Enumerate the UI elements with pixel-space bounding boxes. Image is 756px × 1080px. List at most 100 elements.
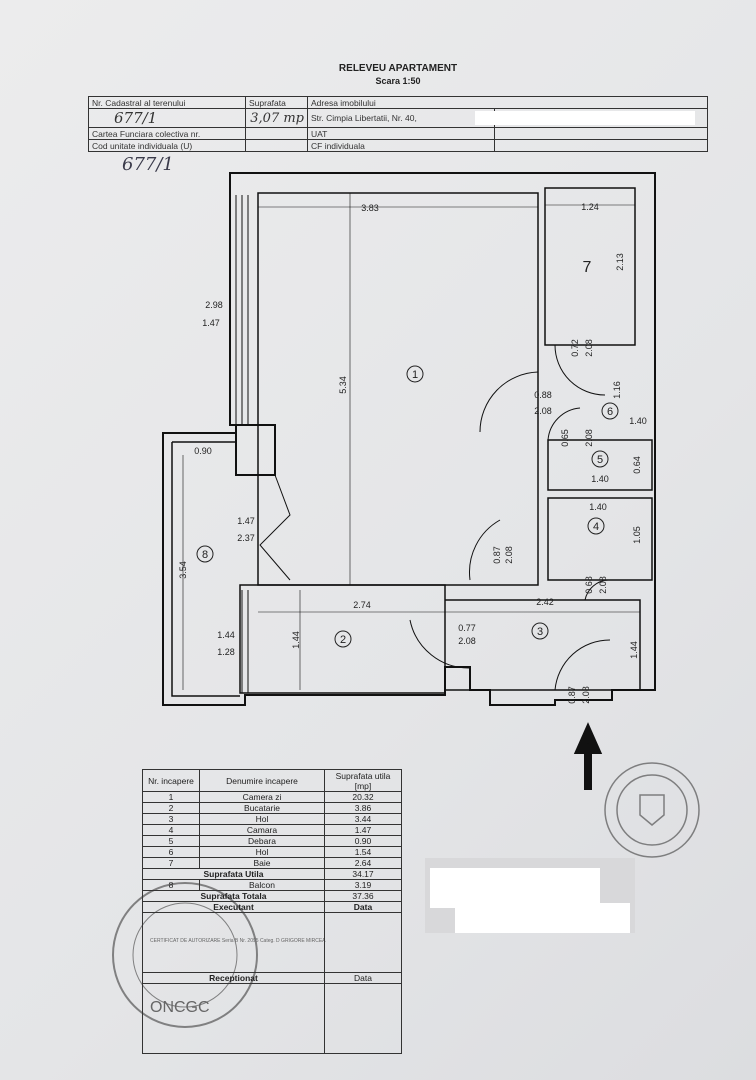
dimension-label: 1.28: [217, 647, 235, 657]
room-number-circle: [601, 402, 619, 420]
col-header-name: Denumire incapere: [199, 769, 325, 792]
dimension-label: 2.08: [584, 339, 594, 357]
room-area: 20.32: [324, 791, 402, 803]
dimension-label: 0.68: [584, 576, 594, 594]
door-arcs: [259, 344, 611, 691]
room-number: 2: [340, 634, 346, 646]
balcony-wall: [171, 441, 240, 697]
room-nr: 2: [142, 802, 200, 814]
dimension-label: 2.08: [534, 406, 552, 416]
room-area: 1.54: [324, 846, 402, 858]
balcony-name: Balcon: [199, 879, 325, 891]
dimension-label: 2.08: [504, 546, 514, 564]
dimension-label: 1.44: [629, 641, 639, 659]
room-nr: 3: [142, 813, 200, 825]
info-table: Nr. Cadastral al terenului Suprafata Adr…: [88, 96, 708, 152]
room-number: 7: [583, 259, 592, 276]
room-area: 3.86: [324, 802, 402, 814]
room-nr: 1: [142, 791, 200, 803]
executant-label: Executant: [142, 901, 325, 913]
dimension-label: 2.37: [237, 533, 255, 543]
room-number: 6: [607, 406, 613, 418]
room-nr: 5: [142, 835, 200, 847]
room-name: Bucatarie: [199, 802, 325, 814]
room-nr: 4: [142, 824, 200, 836]
room-area: 3.44: [324, 813, 402, 825]
col-header-area: Suprafata utila [mp]: [324, 769, 402, 792]
room-number: 1: [412, 369, 418, 381]
col-header-nr: Nr. incapere: [142, 769, 200, 792]
dimension-label: 1.40: [589, 502, 607, 512]
outer-wall: [162, 172, 656, 706]
room-number-circle: [406, 365, 424, 383]
dimension-label: 1.47: [237, 516, 255, 526]
dimension-label: 0.90: [194, 446, 212, 456]
room-number-circle: [591, 450, 609, 468]
room-name: Hol: [199, 813, 325, 825]
dimension-label: 0.87: [567, 686, 577, 704]
room-name: Debara: [199, 835, 325, 847]
redaction: [475, 111, 695, 125]
dimension-label: 3.83: [361, 203, 379, 213]
dimension-label: 5.34: [338, 376, 348, 394]
dimension-label: 1.05: [632, 526, 642, 544]
dimension-label: 1.44: [217, 630, 235, 640]
window-lines: [235, 195, 249, 693]
balcony-area: 3.19: [324, 879, 402, 891]
room-area: 1.47: [324, 824, 402, 836]
inner-wall: [257, 192, 539, 586]
room-area: 0.90: [324, 835, 402, 847]
room-nr: 6: [142, 846, 200, 858]
dimension-label: 2.08: [598, 576, 608, 594]
room-name: Camera zi: [199, 791, 325, 803]
dimension-label: 0.64: [632, 456, 642, 474]
dimension-label: 0.87: [492, 546, 502, 564]
balcony-nr: 8: [142, 879, 200, 891]
room-number: 3: [537, 626, 543, 638]
receptionat-date: Data: [324, 972, 402, 984]
document-scale: Scara 1:50: [375, 76, 421, 86]
dimension-label: 0.65: [560, 429, 570, 447]
dimension-label: 1.40: [591, 474, 609, 484]
dimension-label: 0.77: [458, 623, 476, 633]
room-nr: 7: [142, 857, 200, 869]
dimension-label: 2.13: [615, 253, 625, 271]
room-number: 4: [593, 521, 599, 533]
useful-area-label: Suprafata Utila: [142, 868, 325, 880]
column: [235, 424, 276, 476]
dimension-label: 1.47: [202, 318, 220, 328]
redacted-block: [425, 858, 635, 933]
room-number-circle: [334, 630, 352, 648]
executant-date: Data: [324, 901, 402, 913]
rooms-table: Nr. incapere Denumire incapere Suprafata…: [142, 769, 402, 1054]
room-name: Camara: [199, 824, 325, 836]
room-number: 5: [597, 454, 603, 466]
arrow-up-icon: [573, 722, 603, 790]
dimension-label: 1.16: [612, 381, 622, 399]
dimension-label: 2.08: [581, 686, 591, 704]
handwritten-cadastral: 677/1: [122, 154, 174, 175]
dimension-label: 2.42: [536, 597, 554, 607]
room-number-circle: [196, 545, 214, 563]
closet-5-wall: [547, 439, 653, 491]
receptionat-label: Receptionat: [142, 972, 325, 984]
dimension-label: 2.08: [584, 429, 594, 447]
dimension-lines: [182, 193, 640, 690]
dimension-label: 2.74: [353, 600, 371, 610]
kitchen-wall: [239, 584, 446, 694]
useful-area-value: 34.17: [324, 868, 402, 880]
room-name: Baie: [199, 857, 325, 869]
room-name: Hol: [199, 846, 325, 858]
room-area: 2.64: [324, 857, 402, 869]
hall-wall: [445, 599, 641, 691]
room-number: 8: [202, 549, 208, 561]
document-title: RELEVEU APARTAMENT: [338, 63, 458, 74]
room-number-circle: [531, 622, 549, 640]
closet-4-wall: [547, 497, 653, 581]
